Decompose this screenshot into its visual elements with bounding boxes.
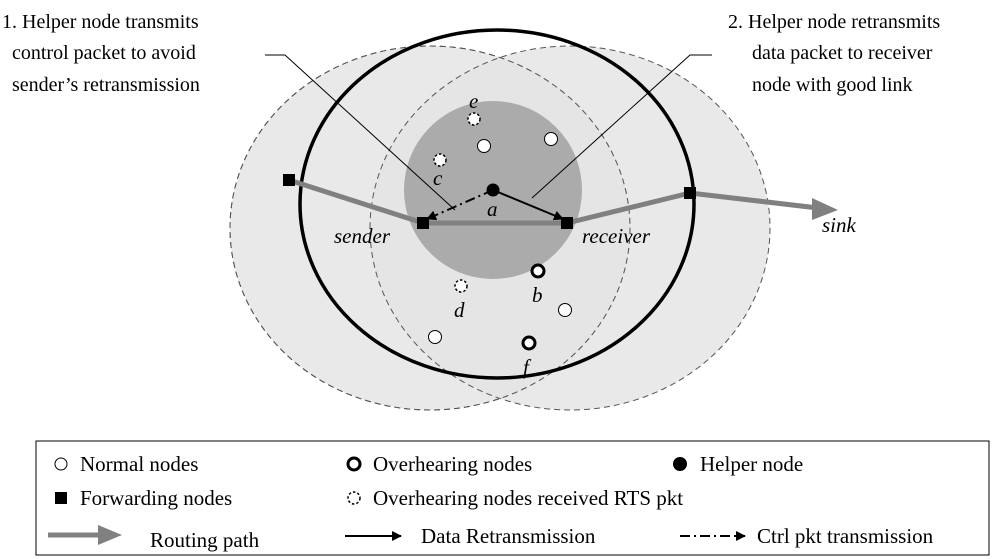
legend-routing-icon-head xyxy=(98,525,122,545)
label-f: f xyxy=(523,355,532,379)
annotation-left-line-3: sender’s retransmission xyxy=(12,74,200,96)
receiver-node xyxy=(561,217,573,229)
overhearing-rts-node-e xyxy=(467,112,481,126)
legend: Normal nodes Overhearing nodes Helper no… xyxy=(35,440,990,556)
legend-data-retx-label: Data Retransmission xyxy=(421,524,596,548)
helper-outer-boundary xyxy=(298,28,696,380)
node-labels: a b c d e f sender receiver sink xyxy=(334,89,857,379)
nodes xyxy=(283,112,696,351)
normal-node xyxy=(558,303,572,317)
forwarding-node xyxy=(684,187,696,199)
legend-helper-icon xyxy=(673,457,687,471)
helper-transmissions xyxy=(426,189,564,221)
legend-forwarding-label: Forwarding nodes xyxy=(80,486,232,510)
legend-forwarding-icon xyxy=(55,492,67,504)
overhearing-rts-node-c xyxy=(433,153,447,167)
label-a: a xyxy=(487,197,498,221)
label-b: b xyxy=(532,283,543,307)
legend-overhearing-rts-icon xyxy=(347,491,361,505)
normal-node xyxy=(477,139,491,153)
annotation-right: 2. Helper node retransmits data packet t… xyxy=(728,11,940,96)
label-receiver: receiver xyxy=(582,224,651,248)
legend-box xyxy=(35,440,990,556)
annotation-right-line-1: 2. Helper node retransmits xyxy=(728,11,940,33)
leader-line-left xyxy=(265,54,456,211)
legend-normal-label: Normal nodes xyxy=(80,452,198,476)
legend-overhearing-rts-label: Overhearing nodes received RTS pkt xyxy=(373,486,683,510)
helper-node-a xyxy=(486,183,500,197)
legend-helper-label: Helper node xyxy=(700,452,803,476)
transmission-ranges xyxy=(229,28,771,411)
overhearing-rts-node-d xyxy=(454,279,468,293)
legend-normal-icon xyxy=(54,457,68,471)
annotation-left-line-2: control packet to avoid xyxy=(12,42,196,64)
label-d: d xyxy=(454,298,465,322)
label-e: e xyxy=(469,89,478,113)
routing-path-arrowhead xyxy=(812,198,838,220)
sender-range-outline xyxy=(229,45,631,411)
legend-overhearing-label: Overhearing nodes xyxy=(373,452,532,476)
ctrl-packet-arrow xyxy=(426,189,494,220)
legend-routing-label: Routing path xyxy=(150,528,260,552)
legend-overhearing-icon xyxy=(346,456,362,472)
data-retransmission-arrow xyxy=(492,189,564,221)
leader-line-right xyxy=(531,54,712,199)
normal-node xyxy=(544,132,558,146)
overhearing-node-f xyxy=(521,335,537,351)
annotation-left-line-1: 1. Helper node transmits xyxy=(2,11,199,33)
overhearing-node-b xyxy=(530,263,546,279)
leader-lines xyxy=(265,54,712,211)
normal-node xyxy=(428,330,442,344)
forwarding-node xyxy=(283,174,295,186)
label-sender: sender xyxy=(334,224,391,248)
sender-node xyxy=(417,217,429,229)
annotation-right-line-2: data packet to receiver xyxy=(752,42,933,64)
label-sink: sink xyxy=(822,213,857,237)
annotation-left: 1. Helper node transmits control packet … xyxy=(2,11,200,96)
annotation-right-line-3: node with good link xyxy=(752,74,913,96)
legend-ctrl-tx-label: Ctrl pkt transmission xyxy=(757,524,934,548)
label-c: c xyxy=(433,166,443,190)
